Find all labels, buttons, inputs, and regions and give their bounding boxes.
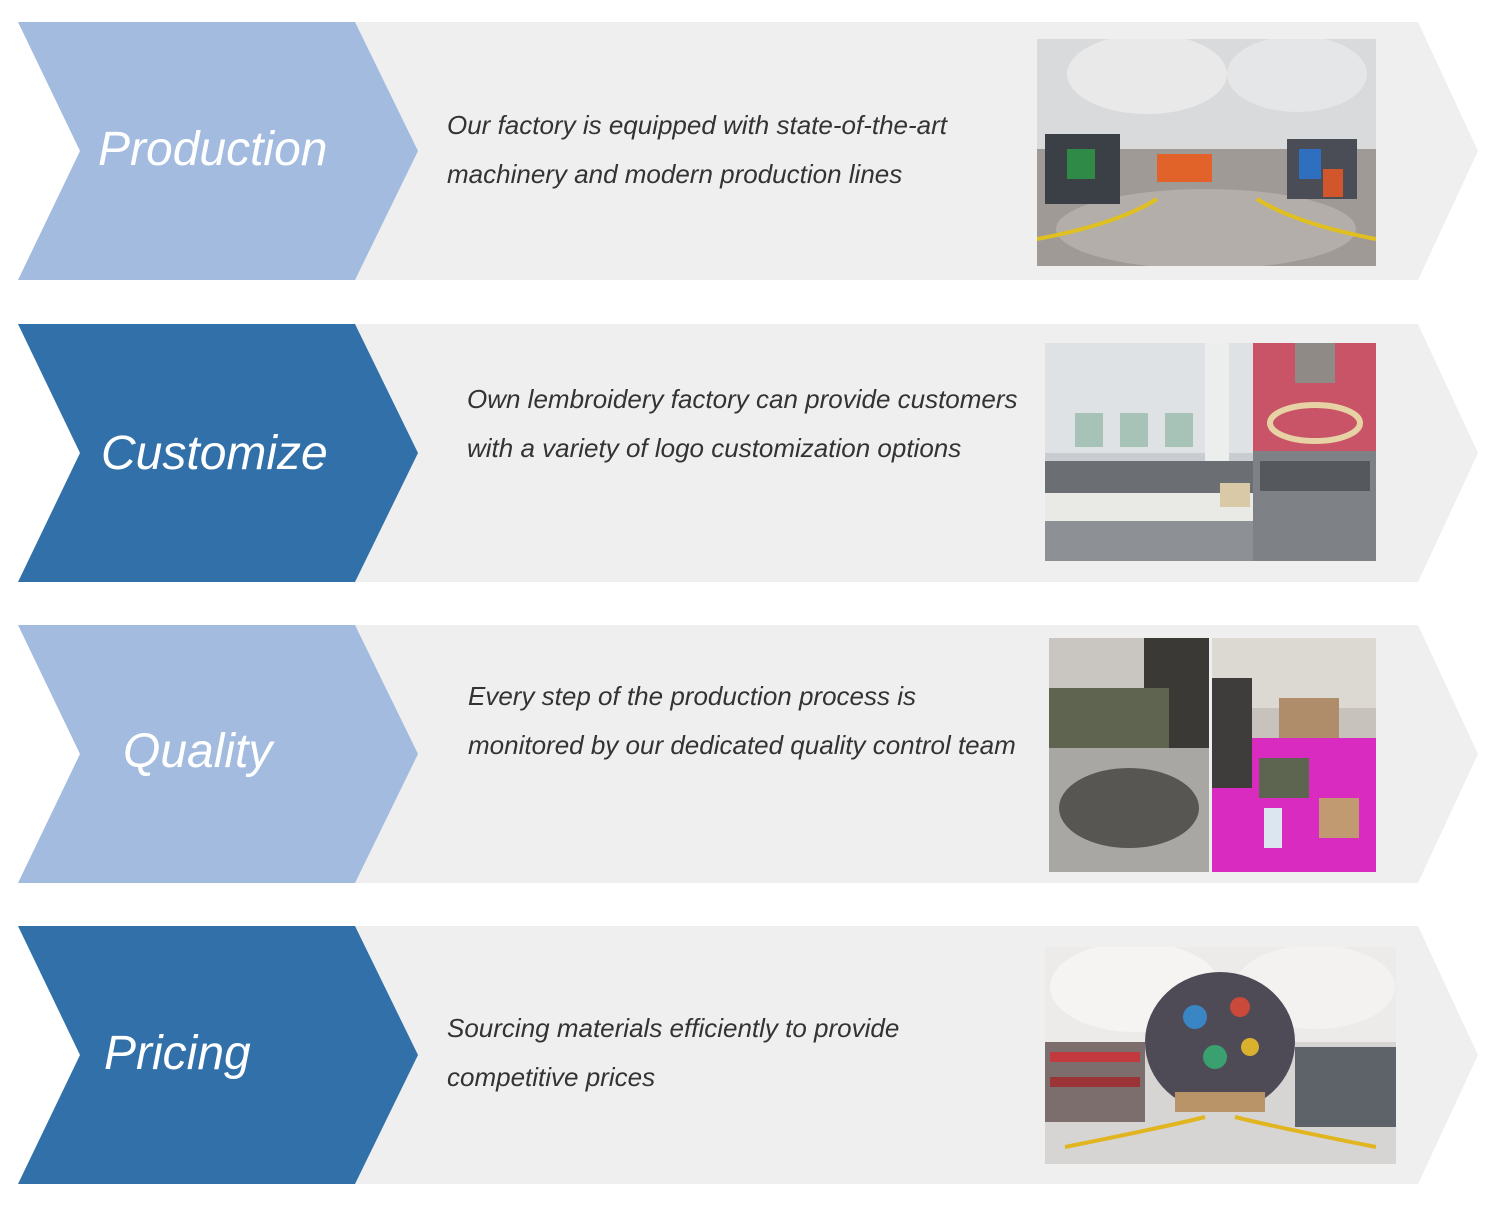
step-label: Pricing: [104, 1027, 251, 1080]
quality-control-photo: [1049, 638, 1376, 872]
step-label: Customize: [101, 427, 328, 480]
step-row-quality: Quality Every step of the production pro…: [0, 623, 1500, 885]
step-chevron: [18, 324, 418, 582]
factory-floor-photo: [1037, 39, 1376, 266]
embroidery-factory-photo: [1045, 343, 1376, 561]
step-row-production: Production Our factory is equipped with …: [0, 20, 1500, 282]
step-description: Every step of the production process is …: [468, 681, 1016, 760]
step-description: Sourcing materials efficiently to provid…: [447, 1013, 900, 1092]
step-description: Own lembroidery factory can provide cust…: [467, 384, 1018, 463]
step-row-pricing: Pricing Sourcing materials efficiently t…: [0, 924, 1500, 1186]
step-chevron: [18, 22, 418, 280]
step-label: Production: [98, 123, 328, 176]
step-chevron: [18, 625, 418, 883]
step-description: Our factory is equipped with state-of-th…: [447, 110, 948, 189]
step-row-customize: Customize Own lembroidery factory can pr…: [0, 322, 1500, 584]
step-chevron: [18, 926, 418, 1184]
step-label: Quality: [123, 725, 273, 778]
materials-warehouse-photo: [1045, 947, 1396, 1164]
